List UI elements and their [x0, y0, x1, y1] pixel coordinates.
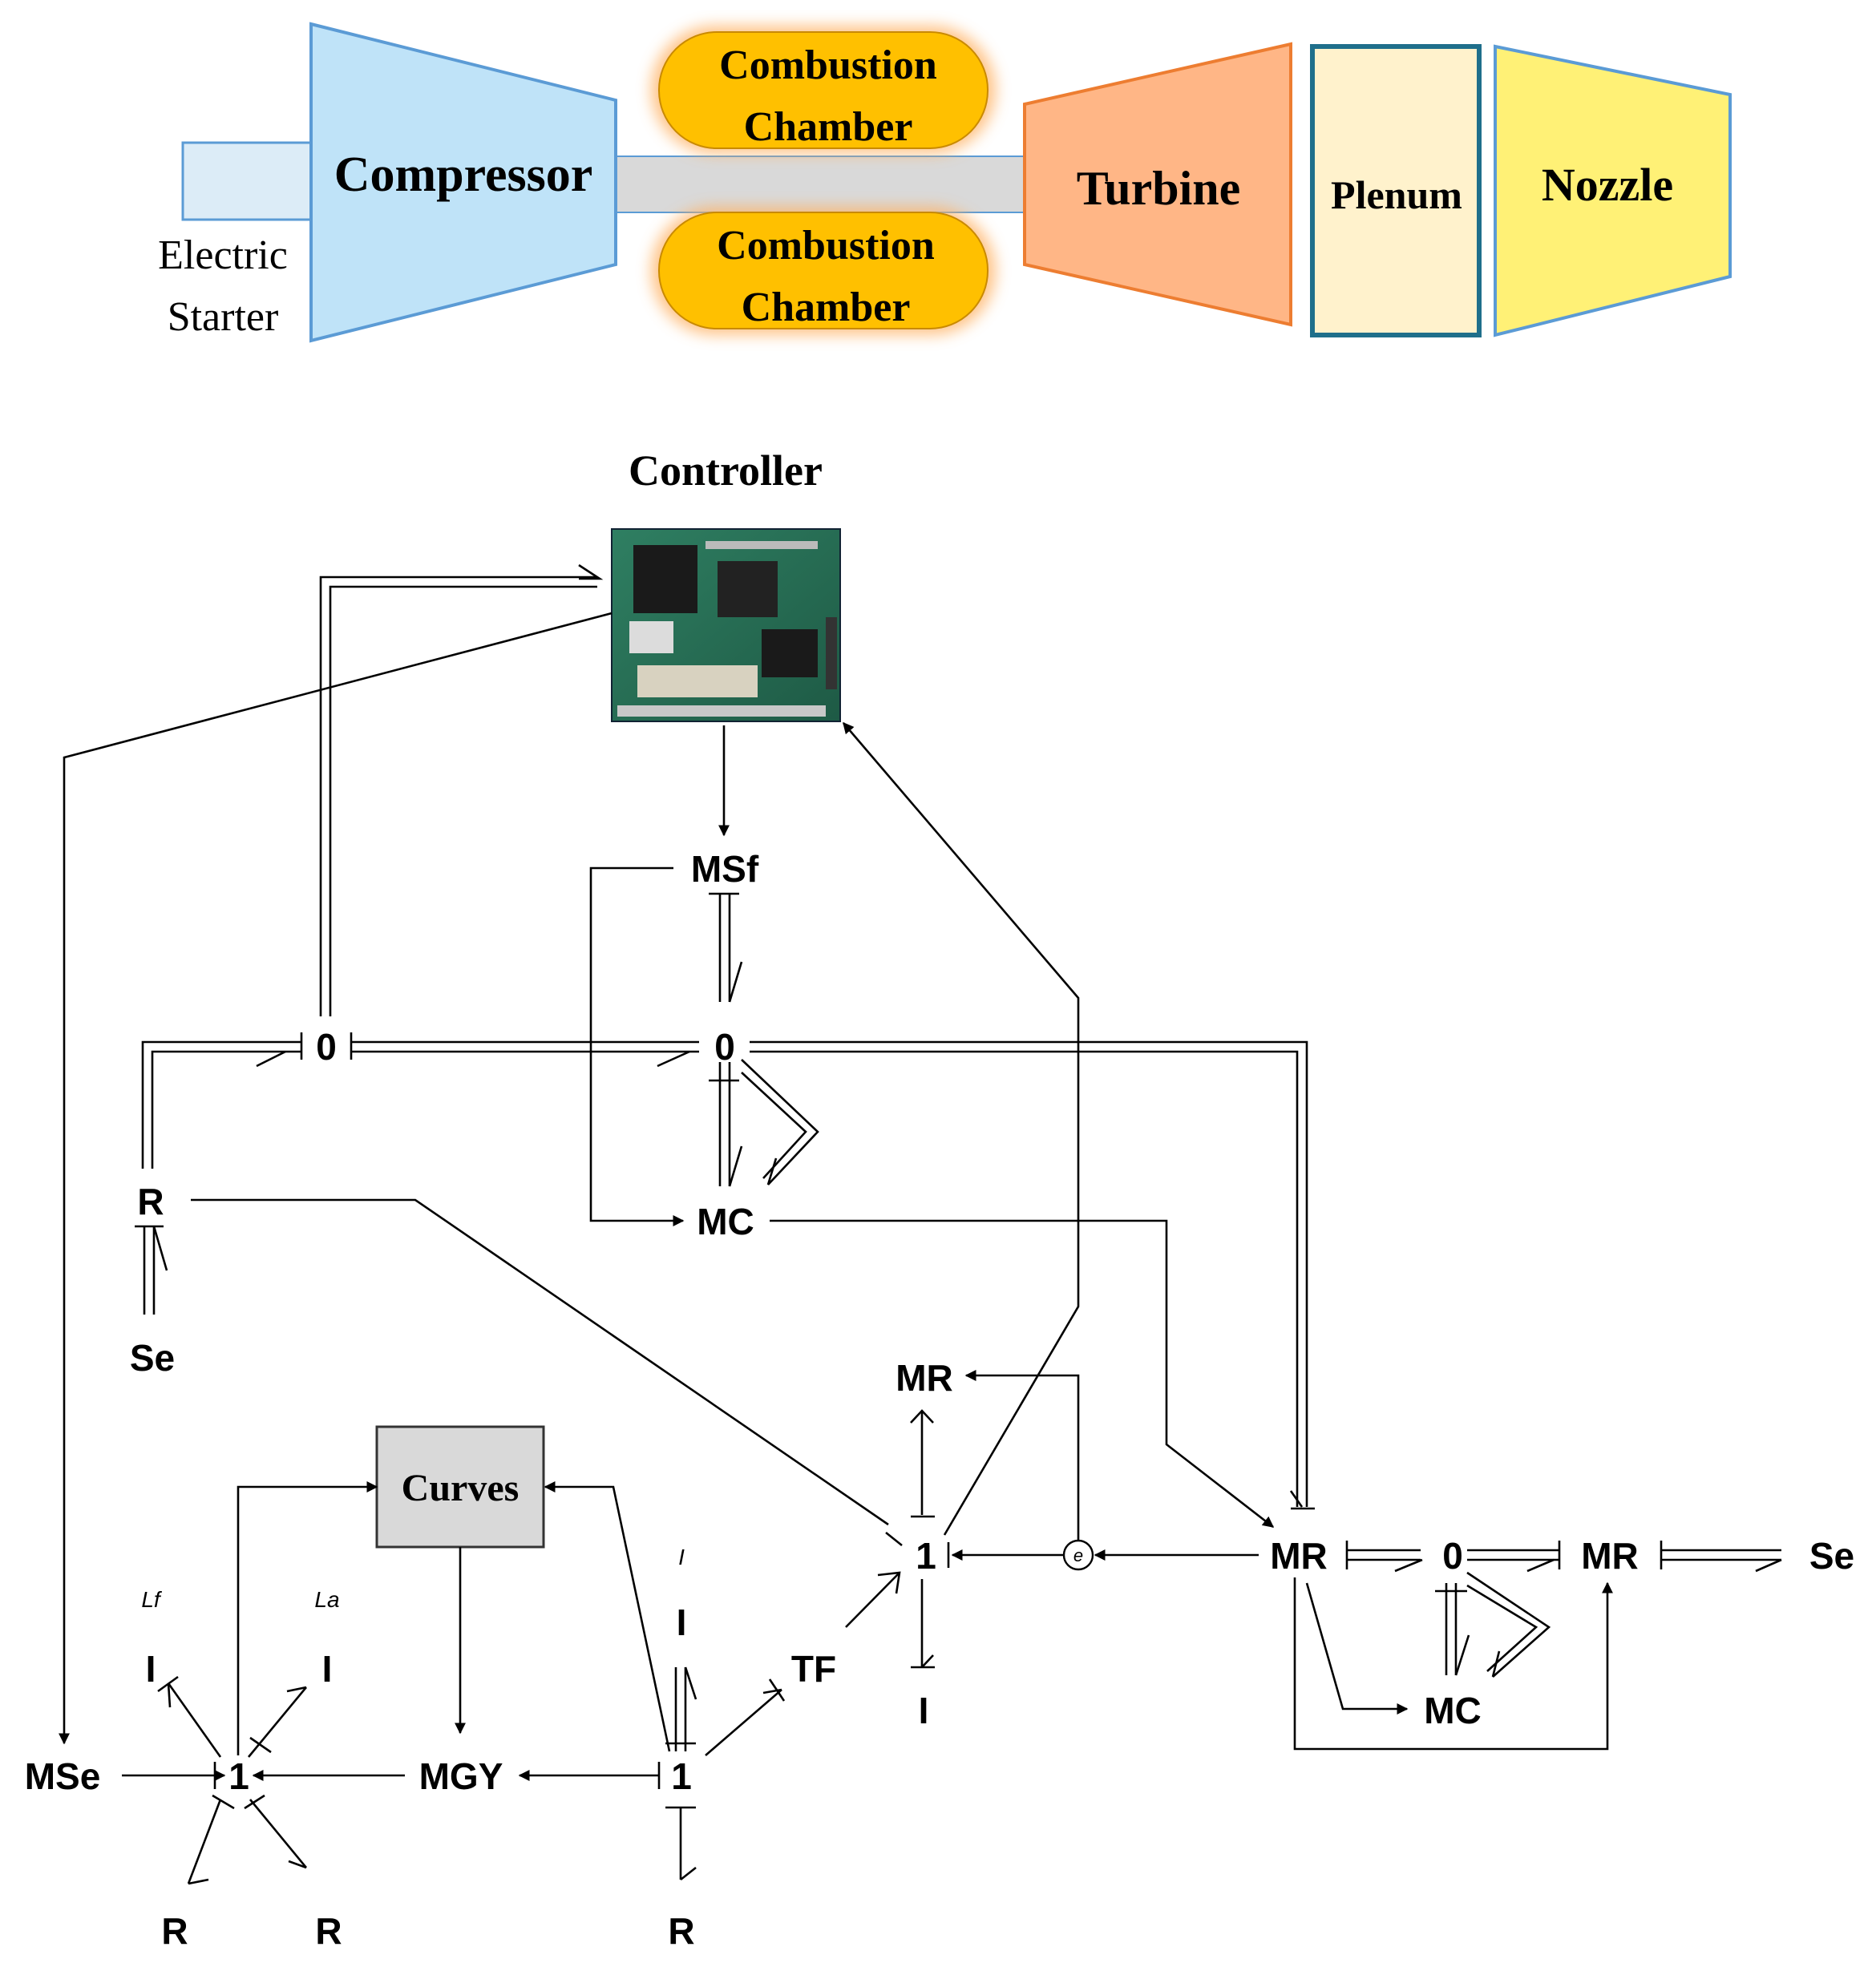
one-left-node: 1	[228, 1755, 249, 1797]
engine-shaft	[608, 156, 1027, 213]
nozzle-label: Nozzle	[1542, 159, 1673, 211]
j-param-label: I	[678, 1545, 685, 1569]
i-la-node: I	[322, 1648, 333, 1690]
e-circle-label: e	[1073, 1545, 1083, 1565]
combustion-top-line2: Chamber	[744, 104, 913, 150]
bond-graph: Controller Curves	[25, 446, 1854, 1952]
r-bottom3-node: R	[668, 1910, 694, 1952]
combustion-chamber-top	[658, 31, 989, 149]
starter-label-line1: Electric	[158, 232, 288, 278]
combustion-chamber-bottom	[658, 212, 989, 329]
one-mid-node: 1	[916, 1535, 936, 1577]
tf-node: TF	[791, 1648, 836, 1690]
power-bonds	[135, 563, 1782, 1885]
controller-title: Controller	[629, 446, 823, 495]
combustion-bottom-line2: Chamber	[742, 285, 911, 330]
se-left-node: Se	[130, 1337, 175, 1379]
turbine-shape	[1023, 42, 1292, 327]
i-j-node: I	[677, 1602, 687, 1643]
lf-param-label: Lf	[141, 1587, 163, 1612]
zero-left-node: 0	[316, 1026, 337, 1068]
controller-board-image	[611, 528, 841, 722]
engine-schematic: Compressor Combustion Chamber Combustion…	[158, 22, 1732, 343]
zero-mid-node: 0	[714, 1026, 735, 1068]
curves-label: Curves	[402, 1467, 520, 1509]
compressor-shape	[309, 22, 617, 343]
signal-lines	[59, 612, 1613, 1781]
i-mid-bottom-node: I	[919, 1690, 929, 1731]
turbine-label: Turbine	[1077, 162, 1241, 215]
mr-right-node: MR	[1581, 1535, 1639, 1577]
combustion-bottom-line1: Combustion	[717, 223, 935, 269]
msf-node: MSf	[691, 848, 759, 890]
zero-right-node: 0	[1442, 1535, 1463, 1577]
mse-node: MSe	[25, 1755, 101, 1797]
compressor-label: Compressor	[334, 147, 593, 202]
mgy-node: MGY	[419, 1755, 503, 1797]
starter-label-line2: Starter	[168, 294, 279, 340]
la-param-label: La	[314, 1587, 339, 1612]
bond-graph-labels: MSf 0 0 MC R Se MR 1 I e MR 0 MR Se MC T…	[25, 848, 1854, 1952]
mc-top-node: MC	[697, 1201, 754, 1242]
i-lf-node: I	[146, 1648, 156, 1690]
plenum-label: Plenum	[1331, 172, 1462, 217]
combustion-top-line1: Combustion	[719, 42, 937, 88]
nozzle-shape	[1494, 44, 1732, 337]
mr-top-node: MR	[896, 1357, 953, 1399]
r-left-node: R	[137, 1181, 164, 1222]
one-right-node: 1	[671, 1755, 692, 1797]
r-bottom1-node: R	[161, 1910, 188, 1952]
mc-right-node: MC	[1424, 1690, 1482, 1731]
mr-mid-node: MR	[1270, 1535, 1328, 1577]
plenum-box	[1310, 44, 1482, 337]
r-bottom2-node: R	[315, 1910, 342, 1952]
electric-starter	[181, 141, 314, 221]
se-right-node: Se	[1809, 1535, 1854, 1577]
